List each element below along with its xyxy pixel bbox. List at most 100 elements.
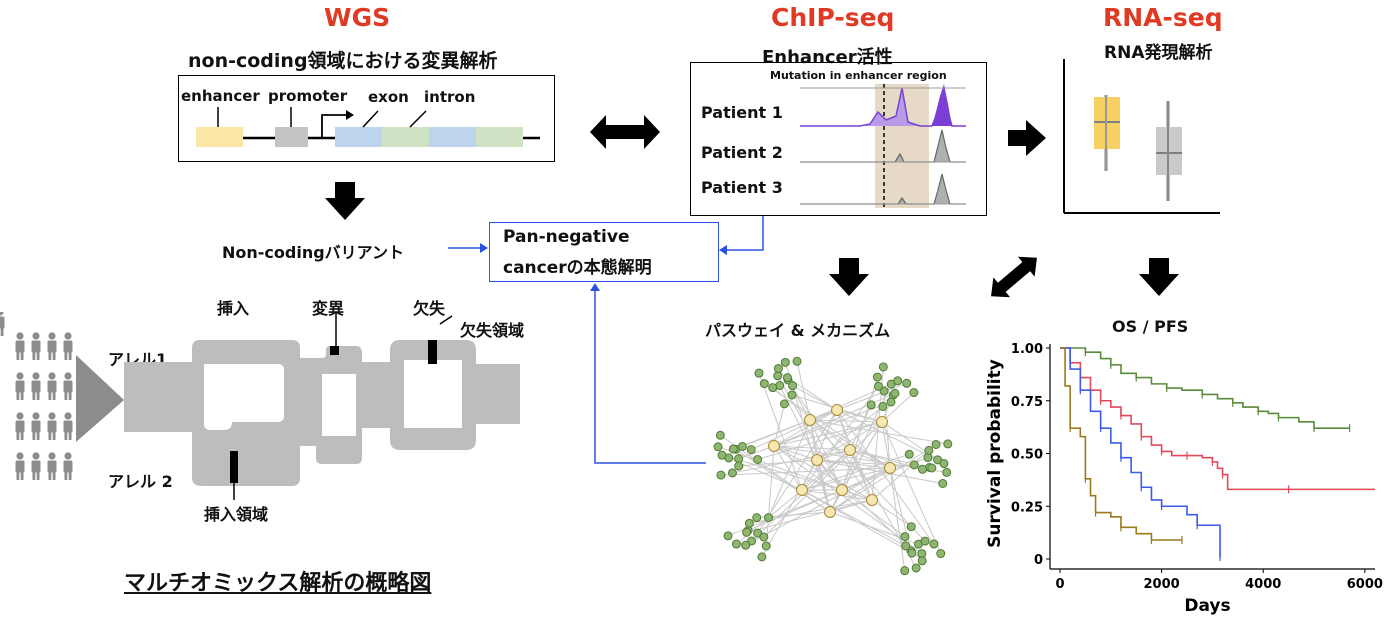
chip-box <box>690 62 987 216</box>
patient-1-label: Patient 1 <box>701 103 783 122</box>
x-tick-label: 6000 <box>1347 577 1383 592</box>
network-edge <box>796 361 811 421</box>
network-leaf-node <box>759 532 769 542</box>
network-leaf-node <box>773 364 783 374</box>
network-edge <box>809 419 883 423</box>
mutation-region-label: Mutation in enhancer region <box>770 69 947 82</box>
network-leaf-node <box>943 439 953 449</box>
network-leaf-node <box>900 566 910 576</box>
network-leaf-node <box>866 400 876 410</box>
network-edge <box>836 382 907 411</box>
network-edge <box>773 392 896 447</box>
network-leaf-node <box>744 518 754 528</box>
network-edge <box>816 459 943 484</box>
survival-series-3 <box>1060 347 1221 557</box>
y-tick-label: 1.00 <box>1011 342 1043 357</box>
network-leaf-node <box>787 390 797 400</box>
exon-label: exon <box>368 88 409 106</box>
network-edge <box>765 445 775 547</box>
network-leaf-node <box>788 381 798 391</box>
insertion-mark <box>230 451 238 483</box>
network-edge <box>849 449 891 469</box>
network-hub-node <box>884 462 896 474</box>
network-leaf-node <box>942 467 952 477</box>
insertion-region-label: 挿入領域 <box>204 505 269 524</box>
network-leaf-node <box>768 383 778 393</box>
y-tick-label: 0.50 <box>1011 448 1043 463</box>
wgs-gene-box <box>178 75 555 162</box>
network-leaf-node <box>713 442 723 452</box>
x-tick-label: 4000 <box>1245 577 1281 592</box>
allele-diagram <box>0 312 520 500</box>
network-leaf-node <box>715 430 725 440</box>
intron-label: intron <box>424 88 476 106</box>
patient-3-label: Patient 3 <box>701 178 783 197</box>
network-leaf-node <box>783 373 793 383</box>
network-edge <box>761 459 818 558</box>
network-hub-node <box>866 494 878 506</box>
network-leaf-node <box>904 449 914 459</box>
pan-negative-box <box>489 222 719 282</box>
network-leaf-node <box>872 372 882 382</box>
network-edge <box>773 409 838 447</box>
network-edge <box>809 419 948 445</box>
network-edge <box>841 376 878 491</box>
network-edge <box>801 386 879 491</box>
os-pfs-label: OS / PFS <box>1112 317 1189 336</box>
allele2-label: アレル 2 <box>108 472 173 491</box>
network-hub-node <box>824 506 836 518</box>
y-tick-label: 0.25 <box>1011 500 1043 515</box>
network-leaf-node <box>900 532 910 542</box>
survival-series-1 <box>1060 347 1350 429</box>
network-leaf-node <box>734 461 744 471</box>
pan-negative-line2: cancerの本態解明 <box>503 258 652 278</box>
network-leaf-node <box>936 549 946 559</box>
network-hub-node <box>768 440 780 452</box>
network-edge <box>732 449 851 474</box>
chip-title: ChIP-seq <box>771 3 895 32</box>
network-edge <box>745 467 891 546</box>
network-leaf-node <box>792 356 802 366</box>
exon-block-1 <box>335 127 382 147</box>
network-leaf-node <box>780 357 790 367</box>
network-edge <box>757 421 883 460</box>
survival-series-4 <box>1060 347 1182 541</box>
network-edge <box>816 406 884 461</box>
network-edge <box>768 419 811 518</box>
cohort-triangle <box>76 355 124 442</box>
network-leaf-node <box>886 397 896 407</box>
network-leaf-node <box>938 478 948 488</box>
network-hub-node <box>811 454 823 466</box>
network-leaf-node <box>747 536 757 546</box>
network-leaf-node <box>924 445 934 455</box>
network-leaf-node <box>931 439 941 449</box>
wgs-title: WGS <box>324 3 391 32</box>
network-edge <box>773 403 785 447</box>
diagram-caption: マルチオミックス解析の概略図 <box>124 571 432 596</box>
network-leaf-node <box>753 454 763 464</box>
network-leaf-node <box>757 552 767 562</box>
network-leaf-node <box>909 460 919 470</box>
mutation-mark <box>330 346 339 355</box>
network-leaf-node <box>727 468 737 478</box>
network-leaf-node <box>906 522 916 532</box>
network-edge <box>738 445 775 460</box>
pan-negative-line1: Pan-negative <box>503 227 630 247</box>
network-leaf-node <box>779 399 789 409</box>
network-edge <box>836 409 935 545</box>
right-arrow-icon <box>1008 120 1046 156</box>
network-leaf-node <box>890 388 900 398</box>
tss-arrow <box>321 114 346 138</box>
y-tick-label: 0.75 <box>1011 395 1043 410</box>
rna-title: RNA-seq <box>1103 3 1223 32</box>
promoter-block <box>275 127 308 147</box>
insertion-label: 挿入 <box>217 299 250 318</box>
survival-series-2 <box>1060 347 1375 491</box>
intron-block-2 <box>476 127 523 147</box>
network-edge <box>720 467 891 476</box>
enhancer-label: enhancer <box>181 87 260 105</box>
down-arrow-icon <box>1139 258 1179 296</box>
wgs-subtitle: non-coding領域における変異解析 <box>188 50 498 72</box>
network-leaf-node <box>723 531 733 541</box>
down-arrow-icon <box>325 182 365 220</box>
